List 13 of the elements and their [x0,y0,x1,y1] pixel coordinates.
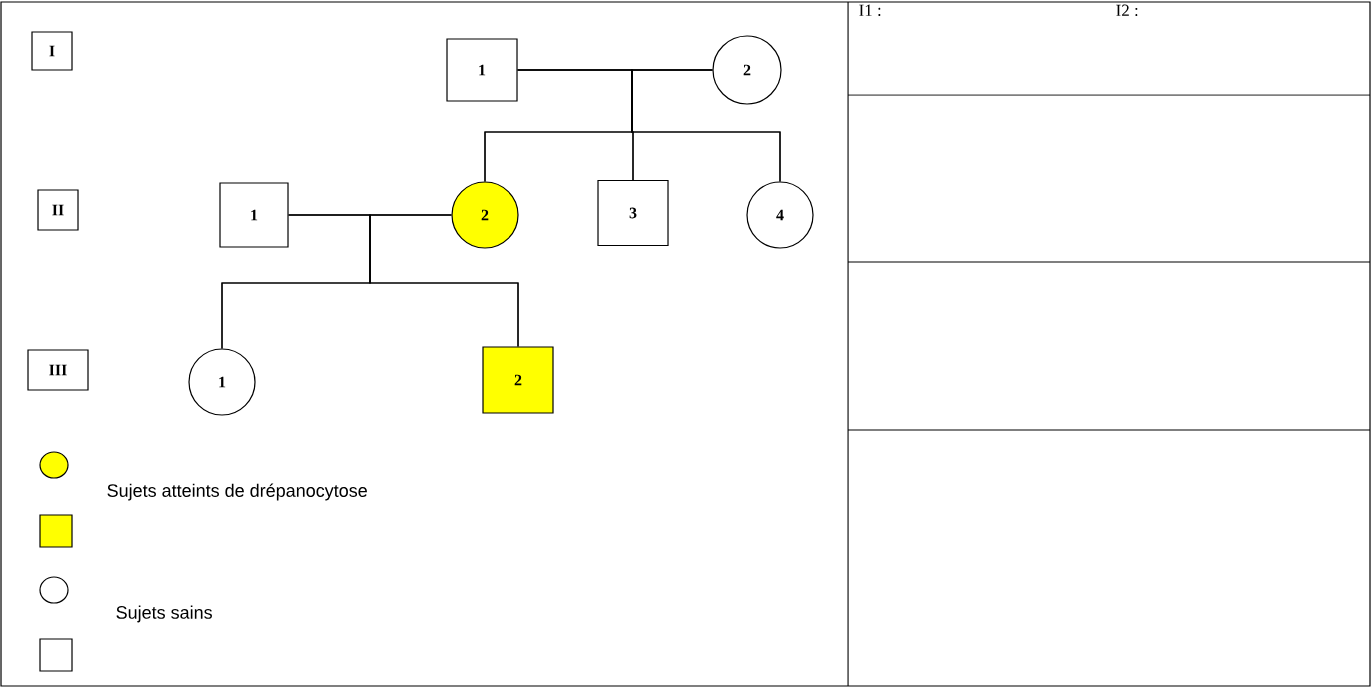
male-square: 1 [446,38,518,102]
generation-label: II [37,189,79,231]
descent-line [369,214,519,347]
generation-label: III [27,349,89,391]
male-square: 3 [597,179,669,247]
cell-label: I2 : [1116,4,1138,17]
descent-line [631,69,781,182]
male-square: 1 [219,182,289,248]
cell-label: I1 : [859,4,881,17]
generation-label: I [31,31,73,71]
male-square: 2 [482,346,554,414]
legend-text: Sujets sains [116,605,212,623]
legend-text: Sujets atteints de drépanocytose [107,483,367,501]
